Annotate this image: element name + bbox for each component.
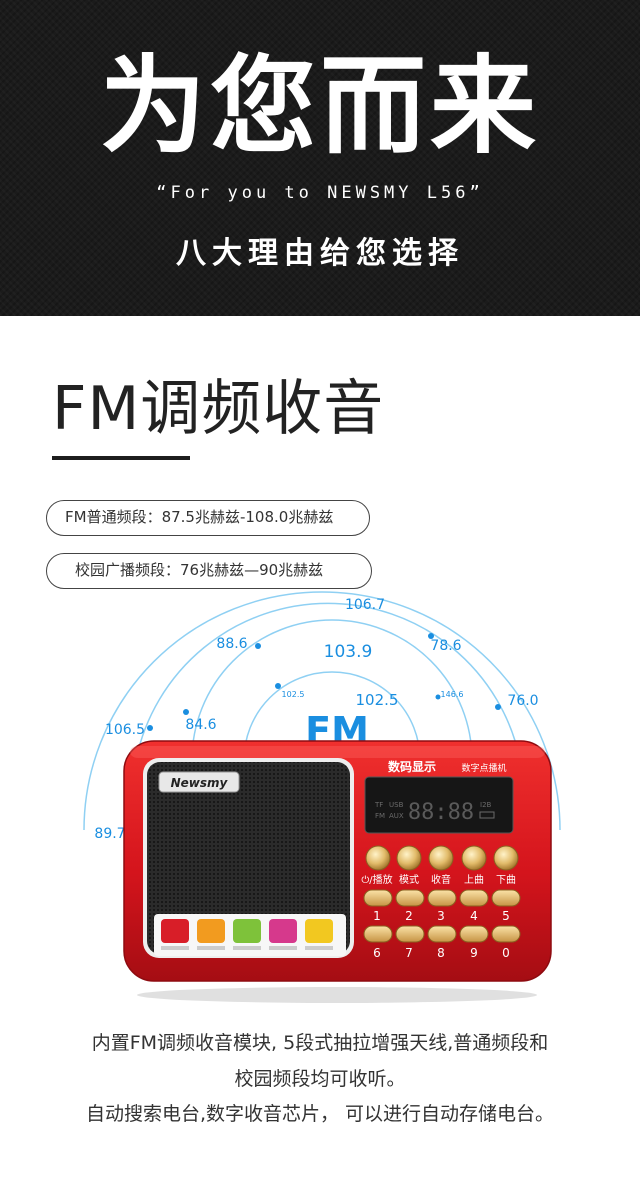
description-line: 校园频段均可收听。 <box>234 1068 406 1090</box>
brand-logo: Newsmy <box>171 776 229 790</box>
key-label: 0 <box>502 946 510 960</box>
key-label: 3 <box>437 909 445 923</box>
banner-subtitle: “For you to NEWSMY L56” <box>156 183 484 203</box>
section-title: FM调频收音 <box>52 374 385 444</box>
banner-title: 为您而来 <box>100 45 540 168</box>
freq-label: 84.6 <box>185 717 216 733</box>
radio-device: Newsmy 数码显示 数字点播机 TF US <box>123 740 552 982</box>
recording-icon <box>305 919 333 943</box>
function-knobs <box>365 845 519 871</box>
key-label: 4 <box>470 909 478 923</box>
tf-card-icon <box>197 919 225 943</box>
freq-label: 103.9 <box>324 642 373 662</box>
hero-banner: 为您而来 “For you to NEWSMY L56” 八大理由给您选择 <box>0 0 640 316</box>
freq-label: 89.7 <box>94 826 125 842</box>
key-label: 9 <box>470 946 478 960</box>
band-pill-campus: 校园广播频段：76兆赫兹—90兆赫兹 <box>46 553 372 589</box>
key-label: 2 <box>405 909 413 923</box>
key-label: 5 <box>502 909 510 923</box>
banner-tagline: 八大理由给您选择 <box>176 236 464 271</box>
lcd-usb: USB <box>389 801 404 809</box>
feature-icons <box>161 919 333 950</box>
band-pill-standard: FM普通频段：87.5兆赫兹-108.0兆赫兹 <box>46 500 370 536</box>
freq-label: 146.6 <box>441 690 464 699</box>
freq-label: 76.0 <box>507 693 538 709</box>
lcd-digits: 88:88 <box>408 800 474 825</box>
prev-label: 上曲 <box>464 874 484 886</box>
freq-label: 88.6 <box>216 636 247 652</box>
play-label: ⏻/播放 <box>361 873 392 886</box>
description-line: 内置FM调频收音模块, 5段式抽拉增强天线,普通频段和 <box>91 1032 549 1054</box>
key-label: 8 <box>437 946 445 960</box>
freq-label: 102.5 <box>356 691 399 709</box>
digital-tuning-icon <box>233 919 261 943</box>
title-underline <box>52 456 190 460</box>
display-subtitle: 数字点播机 <box>461 762 506 774</box>
signal-waves <box>83 591 561 831</box>
description-line: 自动搜索电台,数字收音芯片， 可以进行自动存储电台。 <box>85 1103 555 1125</box>
freq-label: 102.5 <box>282 690 305 699</box>
freq-label: 106.7 <box>345 597 385 613</box>
next-label: 下曲 <box>496 874 516 886</box>
freq-label: 78.6 <box>430 638 461 654</box>
fm-radio-icon <box>269 919 297 943</box>
music-card-icon <box>161 919 189 943</box>
radio-illustration: 106.7 88.6 78.6 103.9 102.5 146.6 102.5 … <box>0 590 640 1010</box>
lcd-tf: TF <box>374 801 383 809</box>
lcd-battery: I2B <box>480 801 492 809</box>
lcd-fm: FM <box>375 812 385 820</box>
display-title: 数码显示 <box>388 759 436 774</box>
radio-label: 收音 <box>431 873 451 886</box>
key-label: 7 <box>405 946 413 960</box>
key-label: 1 <box>373 909 381 923</box>
number-keys-row-2 <box>363 925 521 943</box>
key-label: 6 <box>373 946 381 960</box>
mode-label: 模式 <box>399 873 419 886</box>
number-keys-row-1 <box>363 889 521 907</box>
speaker-grille <box>147 762 350 954</box>
freq-label: 106.5 <box>105 722 145 738</box>
lcd-aux: AUX <box>389 812 404 820</box>
